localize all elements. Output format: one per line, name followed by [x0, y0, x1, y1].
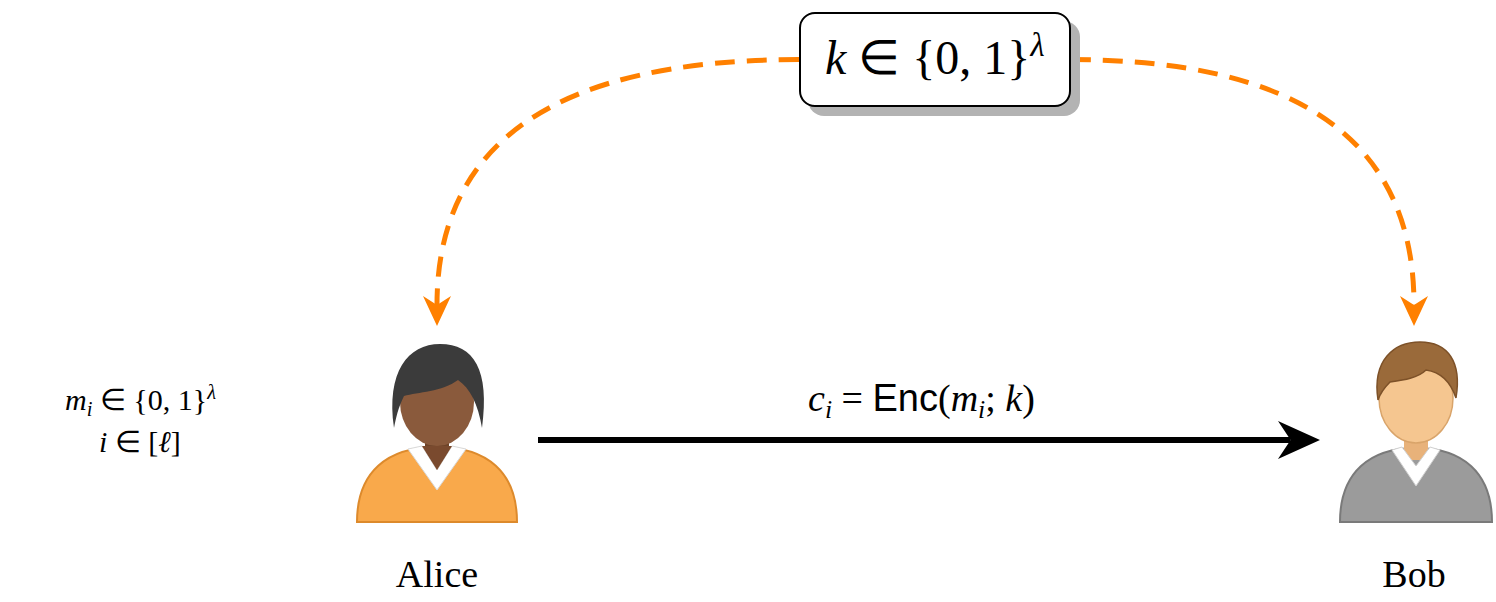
arrow-head	[1278, 421, 1320, 459]
person-name: Bob	[1334, 554, 1494, 596]
dashed-arrow	[423, 60, 799, 326]
text-run: Bob	[1382, 553, 1445, 595]
message-line	[538, 437, 1291, 443]
key-box: k ∈ {0, 1}λ	[799, 12, 1071, 107]
dashed-curve	[437, 60, 799, 305]
arrow-head	[423, 296, 451, 326]
dashed-arrow	[1071, 60, 1428, 326]
text-run: i	[978, 395, 985, 424]
text-run: c	[808, 377, 825, 419]
person-node: Alice	[352, 326, 522, 598]
text-run: k	[825, 31, 846, 84]
text-run: m	[65, 383, 87, 416]
text-run: ℓ	[158, 425, 171, 458]
message-arrow	[538, 421, 1320, 459]
text-run: λ	[1030, 27, 1044, 63]
bob-icon	[1340, 342, 1492, 522]
text-run: Enc	[873, 377, 938, 419]
text-run: ;	[985, 377, 1005, 419]
arrow-head	[1400, 296, 1428, 326]
text-run: ∈ {0, 1}	[92, 383, 207, 416]
text-run: k	[1005, 377, 1022, 419]
text-run: =	[832, 377, 872, 419]
text-run: m	[951, 377, 978, 419]
alice-icon	[357, 344, 517, 522]
text-run: ]	[171, 425, 181, 458]
text-run: i	[99, 425, 107, 458]
message-label: mi ∈ {0, 1}λ	[65, 382, 216, 418]
person-name: Alice	[352, 554, 522, 596]
text-run: λ	[207, 381, 216, 403]
edge-label: ci = Enc(mi; k)	[802, 376, 1041, 422]
text-run: ∈ [	[107, 425, 158, 458]
text-run: (	[938, 377, 951, 419]
person-node: Bob	[1334, 326, 1494, 598]
text-run: Alice	[396, 553, 478, 595]
text-run: ∈ {0, 1}	[846, 31, 1030, 84]
text-run: i	[825, 395, 832, 424]
text-run: )	[1022, 377, 1035, 419]
text-run: i	[87, 398, 93, 420]
dashed-curve	[1071, 60, 1414, 305]
message-label: i ∈ [ℓ]	[99, 424, 181, 460]
key-text: k ∈ {0, 1}λ	[825, 30, 1045, 85]
